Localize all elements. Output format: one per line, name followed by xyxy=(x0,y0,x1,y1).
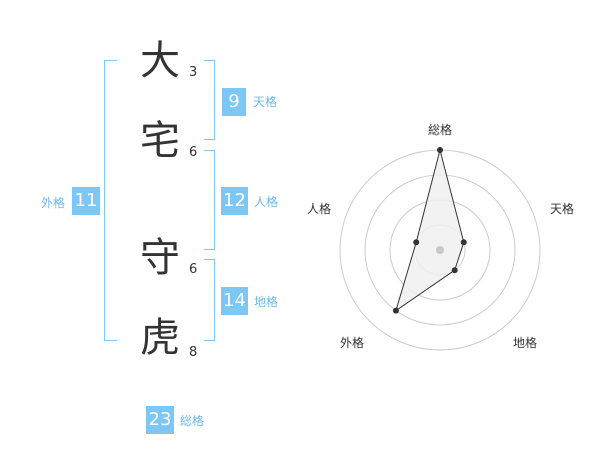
chikaku-score: 14 xyxy=(221,287,248,315)
axis-label-tenkaku: 天格 xyxy=(550,201,574,216)
stroke-count-3: 6 xyxy=(189,262,198,277)
name-char-2: 宅 xyxy=(140,118,180,164)
radar-point-2 xyxy=(451,267,458,274)
name-char-1: 大 xyxy=(140,38,180,84)
chikaku-bracket xyxy=(204,259,215,341)
stroke-count-4: 8 xyxy=(189,345,198,360)
radar-point-0 xyxy=(437,147,443,153)
radar-axis-labels: 総格 天格 地格 外格 人格 xyxy=(307,122,574,350)
axis-label-chikaku: 地格 xyxy=(513,335,537,350)
radar-center-dot xyxy=(436,246,444,254)
gaikaku-bracket xyxy=(104,60,117,341)
tenkaku-bracket xyxy=(204,60,215,140)
chikaku-label: 地格 xyxy=(254,295,279,309)
jinkaku-label: 人格 xyxy=(254,195,279,209)
stroke-count-1: 3 xyxy=(189,65,198,80)
axis-label-soukaku: 総格 xyxy=(428,122,452,137)
name-char-4: 虎 xyxy=(140,315,180,361)
gaikaku-score: 11 xyxy=(72,187,100,215)
name-char-3: 守 xyxy=(140,235,180,281)
stroke-count-2: 6 xyxy=(189,145,198,160)
radar-point-3 xyxy=(392,307,399,314)
jinkaku-score: 12 xyxy=(221,187,248,215)
radar-point-4 xyxy=(413,239,420,246)
jinkaku-bracket xyxy=(204,150,215,250)
radar-point-1 xyxy=(460,239,467,246)
axis-label-jinkaku: 人格 xyxy=(307,201,331,216)
radar-points xyxy=(392,147,467,314)
tenkaku-score: 9 xyxy=(222,88,246,116)
gaikaku-label: 外格 xyxy=(41,196,66,210)
soukaku-score: 23 xyxy=(146,406,174,434)
tenkaku-label: 天格 xyxy=(253,95,278,109)
radar-polygon xyxy=(395,149,465,312)
soukaku-label: 総格 xyxy=(180,414,205,428)
axis-label-gaikaku: 外格 xyxy=(340,335,364,350)
